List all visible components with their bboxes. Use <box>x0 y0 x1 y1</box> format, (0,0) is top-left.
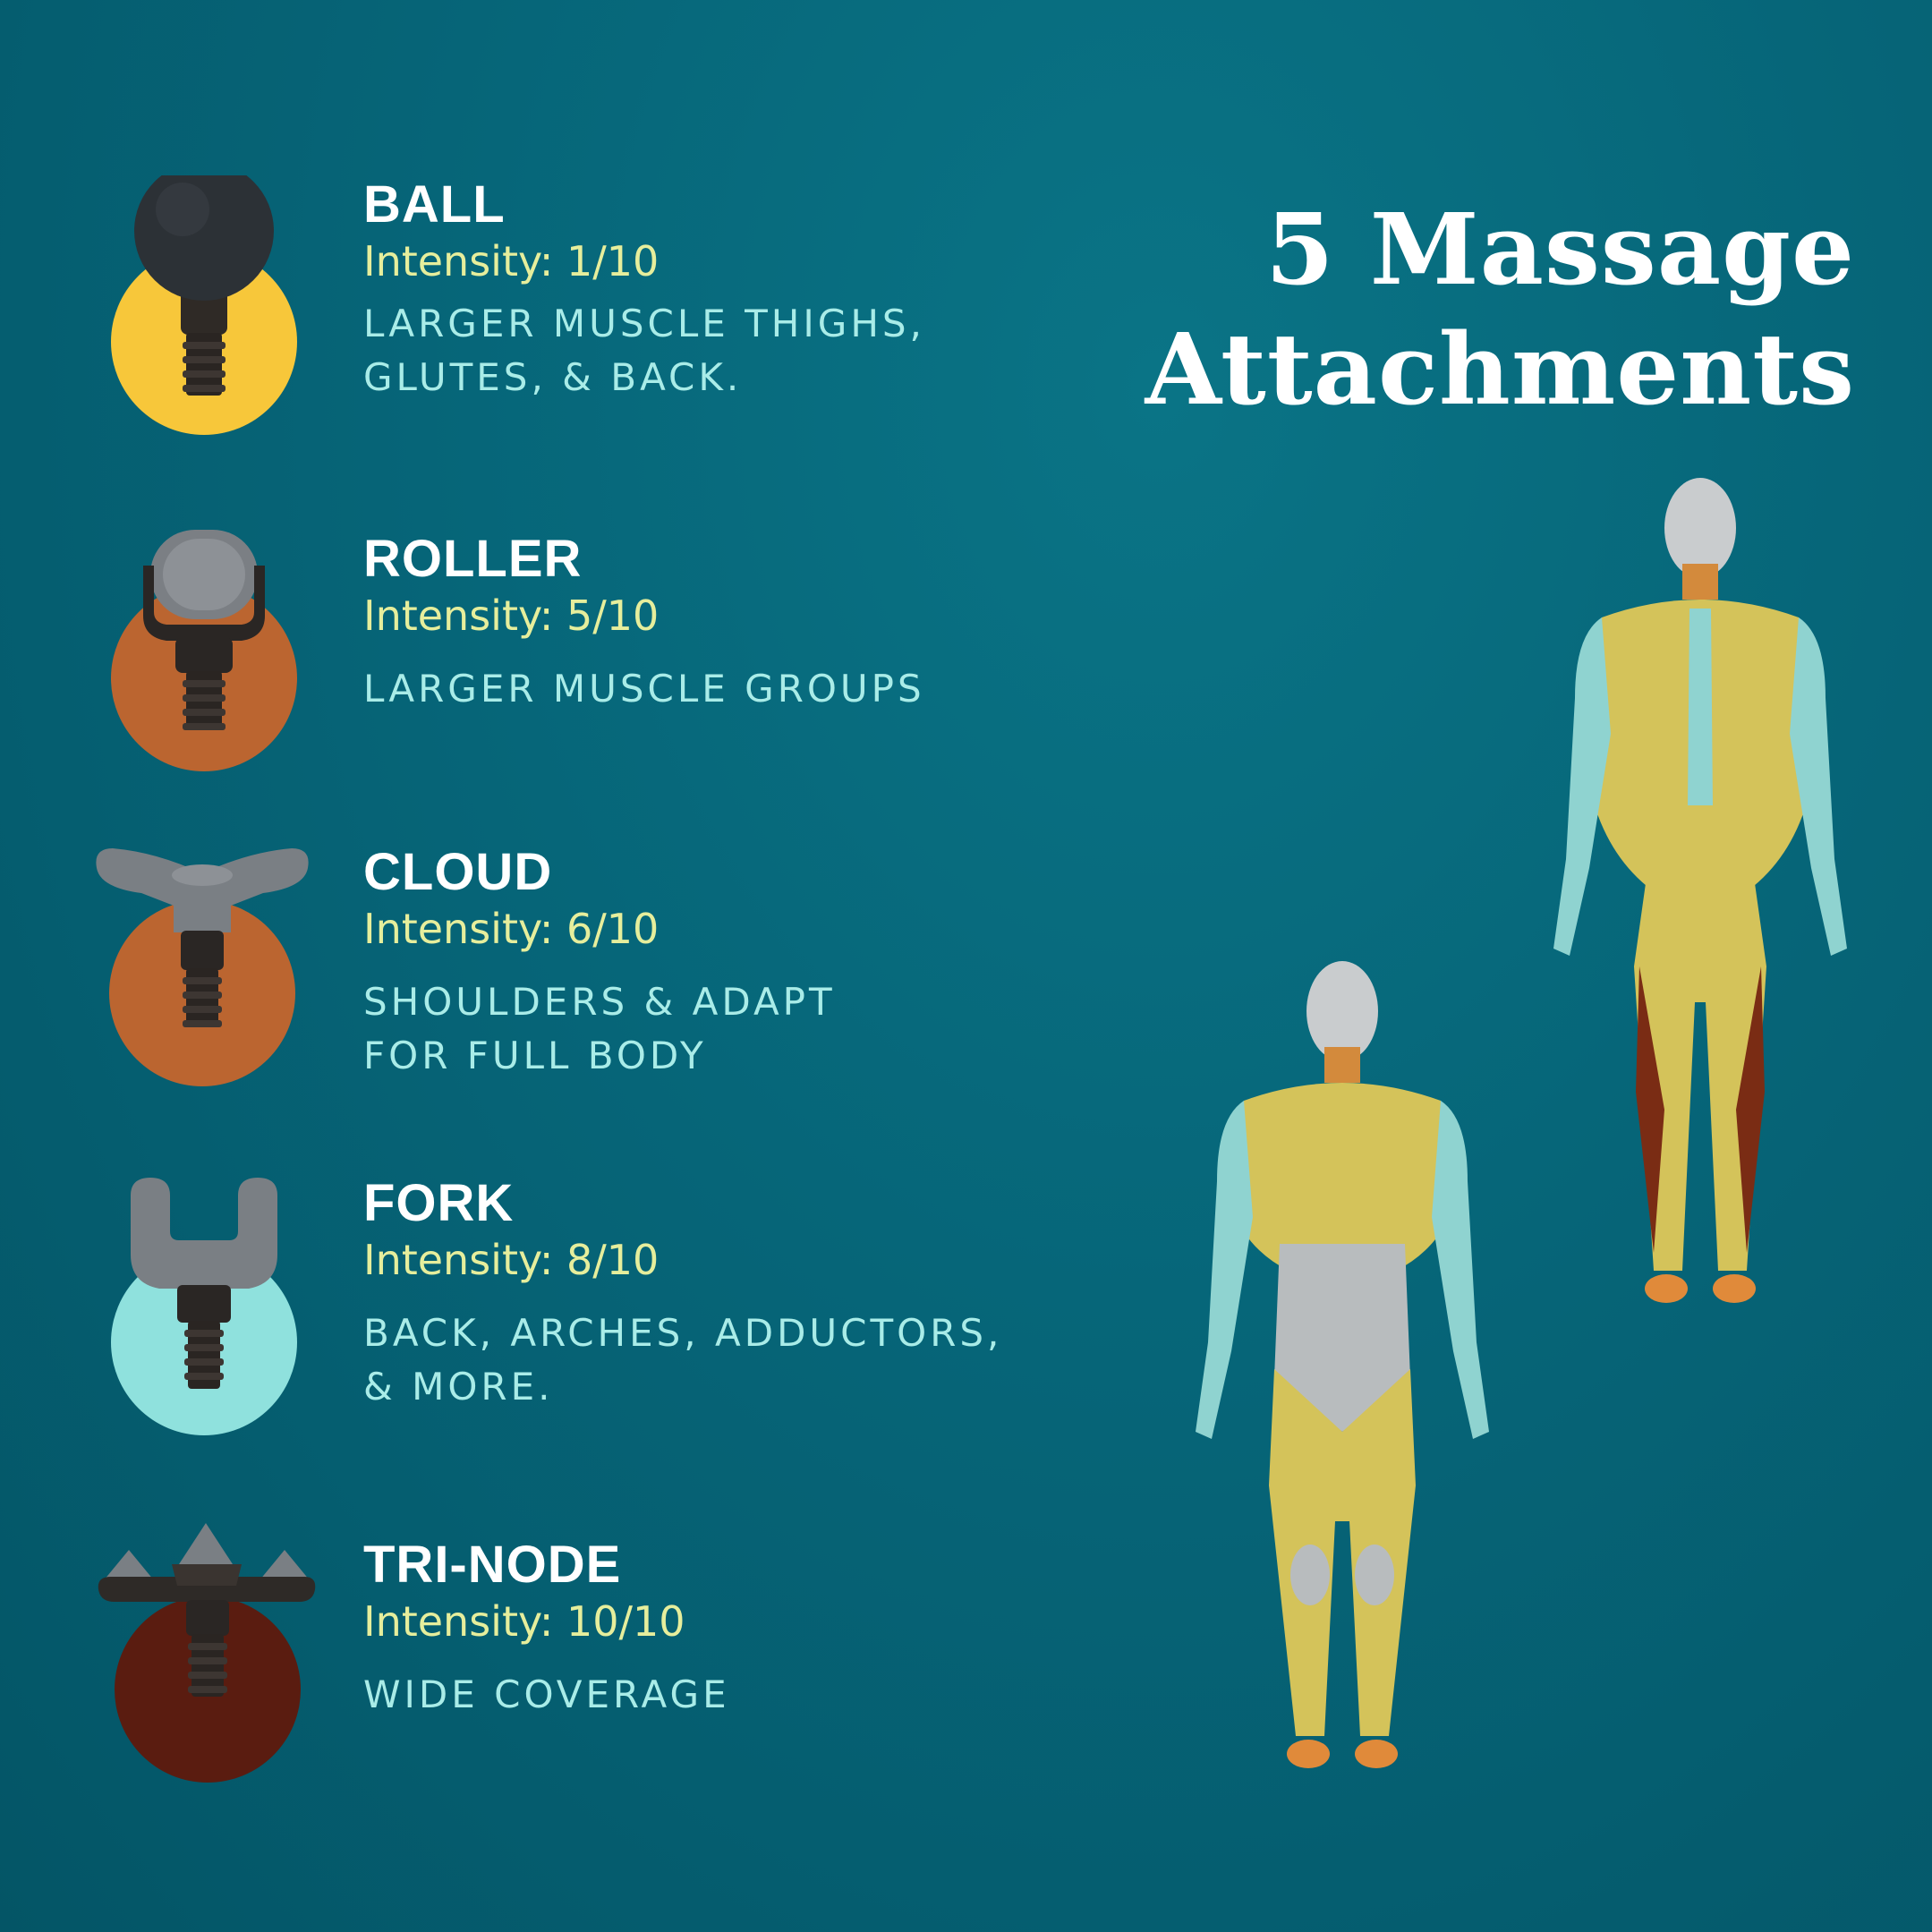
attachment-tri-node: TRI-NODE Intensity: 10/10 WIDE COVERAGE <box>0 1523 1074 1822</box>
attachment-description: BACK, ARCHES, ADDUCTORS, & MORE. <box>363 1311 1003 1409</box>
attachment-name: CLOUD <box>363 843 553 901</box>
attachment-fork: FORK Intensity: 8/10 BACK, ARCHES, ADDUC… <box>0 1174 1074 1460</box>
attachment-name: TRI-NODE <box>363 1536 622 1594</box>
attachment-intensity: Intensity: 8/10 <box>363 1236 660 1284</box>
attachment-roller: ROLLER Intensity: 5/10 LARGER MUSCLE GRO… <box>0 530 1074 816</box>
cloud-attachment-icon <box>93 843 335 1129</box>
fork-attachment-icon <box>88 1178 329 1464</box>
fork-text: FORK Intensity: 8/10 BACK, ARCHES, ADDUC… <box>363 1174 1043 1414</box>
attachment-description: LARGER MUSCLE GROUPS <box>363 667 925 711</box>
back-figure <box>1553 478 1847 1303</box>
attachment-description: SHOULDERS & ADAPT FOR FULL BODY <box>363 980 836 1077</box>
page-title: 5 Massage Attachments <box>1050 190 1855 430</box>
title-line-2: Attachments <box>1145 311 1855 427</box>
tri-node-attachment-icon <box>93 1523 335 1809</box>
attachment-intensity: Intensity: 6/10 <box>363 905 660 953</box>
attachment-name: FORK <box>363 1174 515 1232</box>
attachment-cloud: CLOUD Intensity: 6/10 SHOULDERS & ADAPT … <box>0 843 1074 1129</box>
ball-text: BALL Intensity: 1/10 LARGER MUSCLE THIGH… <box>363 175 1043 404</box>
cloud-text: CLOUD Intensity: 6/10 SHOULDERS & ADAPT … <box>363 843 1043 1083</box>
attachment-description: WIDE COVERAGE <box>363 1672 730 1716</box>
attachment-description: LARGER MUSCLE THIGHS, GLUTES, & BACK. <box>363 302 925 399</box>
attachment-name: ROLLER <box>363 530 583 588</box>
title-line-1: 5 Massage <box>1265 191 1855 307</box>
attachment-ball: BALL Intensity: 1/10 LARGER MUSCLE THIGH… <box>0 175 1074 462</box>
roller-text: ROLLER Intensity: 5/10 LARGER MUSCLE GRO… <box>363 530 1043 716</box>
attachment-intensity: Intensity: 10/10 <box>363 1597 685 1646</box>
front-figure <box>1196 961 1489 1768</box>
ball-attachment-icon <box>88 175 329 462</box>
attachment-intensity: Intensity: 1/10 <box>363 237 660 285</box>
roller-attachment-icon <box>88 530 329 816</box>
attachment-name: BALL <box>363 175 506 234</box>
tri-node-text: TRI-NODE Intensity: 10/10 WIDE COVERAGE <box>363 1536 1043 1722</box>
attachment-intensity: Intensity: 5/10 <box>363 592 660 640</box>
muscle-map-figures <box>1154 465 1888 1772</box>
